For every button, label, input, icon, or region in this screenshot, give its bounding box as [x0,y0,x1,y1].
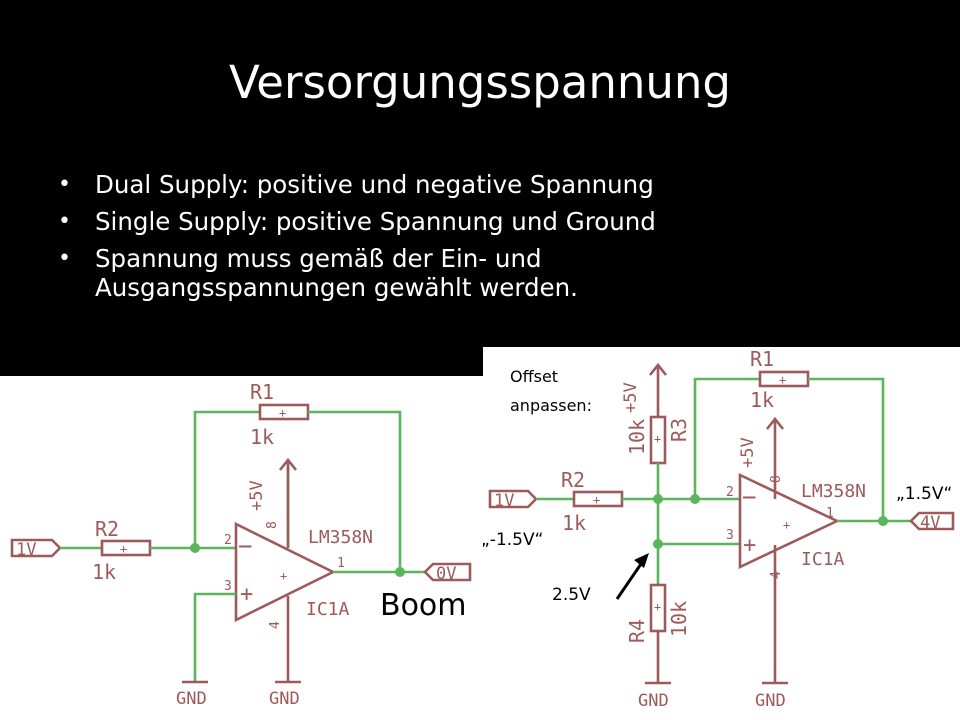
bullet-text: Dual Supply: positive und negative Spann… [95,170,654,199]
svg-text:+: + [654,600,661,614]
r1-value: 1k [250,425,274,449]
svg-text:4: 4 [769,571,784,579]
r3-value: 10k [625,419,649,455]
output-port-label: 0V [436,564,456,584]
neg-input-annotation: „-1.5V“ [483,530,543,550]
out-offset-annotation: „1.5V“ [896,484,952,504]
offset-note-line2: anpassen: [510,396,592,415]
supply-label: +5V [621,382,641,413]
left-schematic: 1V + R2 1k + R1 1k − + + 2 3 1 8 4 LM358… [10,380,472,709]
svg-text:−: − [238,532,252,560]
input-port-shape [10,538,62,558]
r1-name: R1 [750,347,774,371]
bullet-item: • Spannung muss gemäß der Ein- und Ausga… [58,244,795,302]
bullet-dot-icon: • [58,172,71,197]
right-schematic: Offset anpassen: 1V + R2 1k +5V + R3 10k… [483,347,955,711]
gnd-label: GND [755,691,786,711]
svg-text:1: 1 [337,556,345,571]
supply-label: +5V [738,437,758,468]
svg-text:+: + [654,432,661,446]
pointer-arrow-icon [615,560,645,600]
opamp-ref: IC1A [306,599,350,620]
svg-text:3: 3 [224,579,232,594]
r4-value: 10k [667,601,691,637]
input-port-shape [488,489,538,509]
r2-value: 1k [562,511,586,535]
svg-text:+: + [783,518,790,532]
r3-name: R3 [667,418,691,442]
supply-arrow-icon [765,416,785,430]
opamp-part: LM358N [308,527,373,548]
r2-name: R2 [95,517,119,541]
bullet-dot-icon: • [58,209,71,234]
svg-text:−: − [742,483,756,511]
gnd-label: GND [269,689,300,709]
r2-name: R2 [561,468,585,492]
slide-title: Versorgungsspannung [228,56,731,109]
svg-text:+: + [779,373,786,387]
left-schematic-panel: 1V + R2 1k + R1 1k − + + 2 3 1 8 4 LM358… [0,376,483,720]
opamp-ref: IC1A [801,549,845,570]
svg-text:4: 4 [268,621,283,629]
bullet-text: Single Supply: positive Spannung und Gro… [95,207,656,236]
boom-annotation: Boom [380,588,467,623]
svg-text:+: + [743,533,756,558]
opamp-symbol [738,472,841,570]
svg-text:1: 1 [826,506,834,521]
svg-text:+: + [120,542,127,556]
svg-text:+: + [593,493,600,507]
output-port-shape [909,511,955,531]
opamp-symbol [234,521,336,623]
output-port-shape [423,562,472,582]
svg-text:+: + [240,582,253,607]
r4-name: R4 [625,619,649,643]
svg-text:+: + [279,406,286,420]
svg-text:8: 8 [265,521,280,529]
svg-text:8: 8 [769,475,784,483]
bullet-item: • Single Supply: positive Spannung und G… [58,207,795,236]
bullet-dot-icon: • [58,246,71,271]
svg-text:2: 2 [726,485,734,500]
svg-text:2: 2 [224,533,232,548]
supply-arrow-icon [648,362,668,376]
offset-note-line1: Offset [510,367,558,386]
svg-text:+: + [280,569,287,583]
midpoint-annotation: 2.5V [552,585,591,605]
right-schematic-panel: Offset anpassen: 1V + R2 1k +5V + R3 10k… [483,347,960,720]
supply-label: +5V [247,480,267,511]
supply-arrow-icon [278,457,298,471]
gnd-label: GND [638,691,669,711]
svg-text:3: 3 [726,528,734,543]
gnd-label: GND [176,689,207,709]
output-port-label: 4V [920,513,940,533]
bullet-text: Spannung muss gemäß der Ein- und Ausgang… [95,244,578,302]
r1-name: R1 [250,380,274,404]
input-port-label: 1V [494,491,514,511]
bullet-list: • Dual Supply: positive und negative Spa… [58,170,795,310]
bullet-item: • Dual Supply: positive und negative Spa… [58,170,795,199]
r2-value: 1k [92,560,116,584]
input-port-label: 1V [16,540,36,560]
opamp-part: LM358N [801,481,866,502]
r1-value: 1k [750,388,774,412]
